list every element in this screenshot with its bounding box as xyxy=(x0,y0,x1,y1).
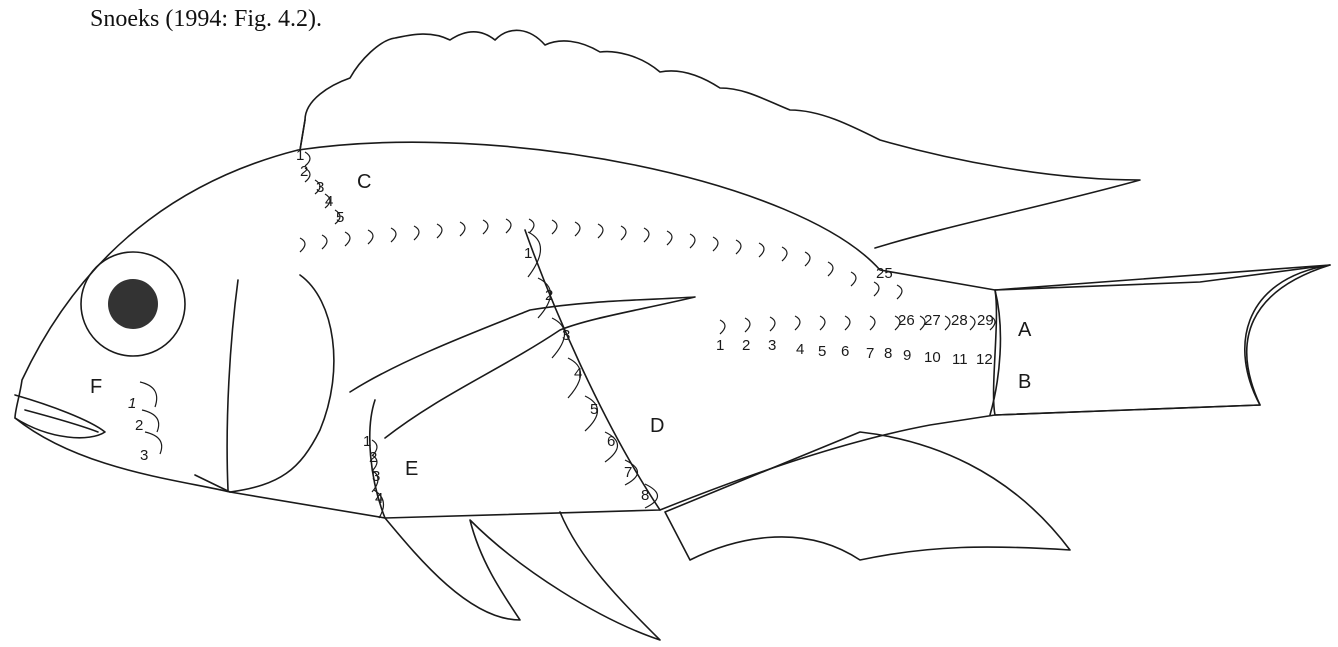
upper-lateral-line-scales xyxy=(300,219,902,299)
region-label-d: D xyxy=(650,415,664,437)
series-d-scales xyxy=(528,232,658,508)
lower-scale-12: 12 xyxy=(976,351,993,368)
a-scale-28: 28 xyxy=(951,312,968,329)
d-scale-1: 1 xyxy=(524,245,532,262)
f-scale-3: 3 xyxy=(140,447,148,464)
fish-body-outline xyxy=(15,142,1330,518)
a-scale-26: 26 xyxy=(898,312,915,329)
lower-scale-8: 8 xyxy=(884,345,892,362)
d-scale-7: 7 xyxy=(624,464,632,481)
d-scale-4: 4 xyxy=(574,365,582,382)
lower-scale-7: 7 xyxy=(866,345,874,362)
preoperculum-edge xyxy=(227,280,238,490)
c-scale-5: 5 xyxy=(336,209,344,226)
region-label-e: E xyxy=(405,458,418,480)
pectoral-fin xyxy=(350,297,695,438)
f-scale-1: 1 xyxy=(128,395,136,412)
lower-scale-11: 11 xyxy=(952,351,968,368)
lower-scale-3: 3 xyxy=(768,337,776,354)
region-label-f: F xyxy=(90,376,102,398)
d-scale-3: 3 xyxy=(562,327,570,344)
d-scale-5: 5 xyxy=(590,401,598,418)
a-scale-27: 27 xyxy=(924,312,941,329)
region-label-c: C xyxy=(357,171,371,193)
region-d-line xyxy=(525,230,660,510)
upper-scale-25: 25 xyxy=(876,265,893,282)
c-scale-4: 4 xyxy=(325,193,333,210)
d-scale-8: 8 xyxy=(641,487,649,504)
lower-scale-2: 2 xyxy=(742,337,750,354)
lower-scale-6: 6 xyxy=(841,343,849,360)
eye-pupil xyxy=(108,279,158,329)
a-scale-29: 29 xyxy=(977,312,994,329)
e-scale-1: 1 xyxy=(363,433,371,450)
c-scale-3: 3 xyxy=(316,179,324,196)
f-scale-2: 2 xyxy=(135,417,143,434)
d-scale-2: 2 xyxy=(545,287,553,304)
lower-scale-1: 1 xyxy=(716,337,724,354)
e-scale-2: 2 xyxy=(369,449,377,466)
lower-scale-5: 5 xyxy=(818,343,826,360)
mouth xyxy=(15,395,105,438)
dorsal-fin xyxy=(300,30,1140,248)
lower-scale-9: 9 xyxy=(903,347,911,364)
e-scale-4: 4 xyxy=(375,490,383,507)
e-scale-3: 3 xyxy=(372,468,380,485)
lower-scale-4: 4 xyxy=(796,341,804,358)
anal-fin xyxy=(665,432,1070,560)
c-scale-2: 2 xyxy=(300,163,308,180)
lower-scale-10: 10 xyxy=(924,349,941,366)
region-label-b: B xyxy=(1018,371,1031,393)
region-label-a: A xyxy=(1018,319,1032,341)
d-scale-6: 6 xyxy=(607,433,615,450)
head-line xyxy=(195,120,305,492)
pelvic-fin xyxy=(385,512,660,640)
operculum-edge xyxy=(230,275,334,492)
c-scale-1: 1 xyxy=(296,147,304,164)
